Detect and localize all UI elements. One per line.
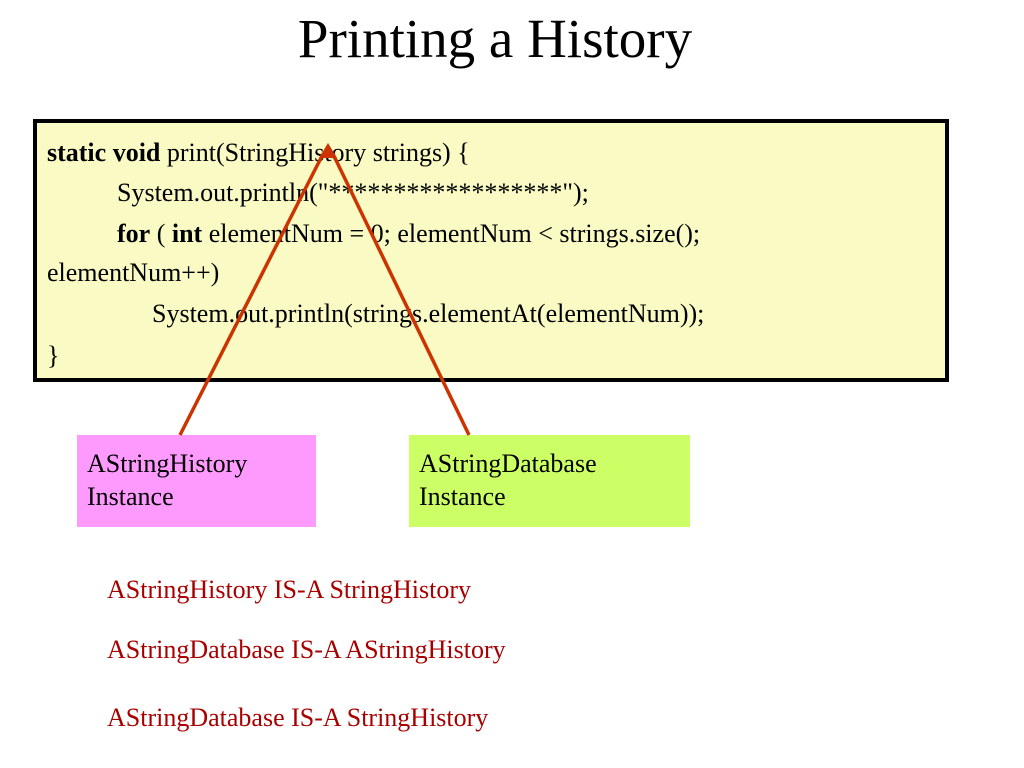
code-for-rest: elementNum = 0; elementNum < strings.siz… — [202, 219, 701, 248]
code-box: static void print(StringHistory strings)… — [33, 119, 949, 382]
code-line-increment: elementNum++) — [47, 258, 220, 287]
slide-title: Printing a History — [297, 8, 693, 69]
code-line-closing-brace: } — [47, 341, 60, 370]
code-keyword-int: int — [171, 219, 203, 248]
code-for-paren: ( — [150, 219, 172, 248]
code-line-println-stars: System.out.println("******************")… — [117, 178, 589, 207]
code-signature-rest: print(StringHistory strings) { — [160, 138, 470, 167]
astringhistory-instance-box: AStringHistory Instance — [77, 435, 316, 527]
is-a-statement: AStringDatabase IS-A StringHistory — [107, 703, 489, 732]
instance-label-class: AStringDatabase — [419, 449, 597, 478]
instance-label-kind: Instance — [419, 482, 506, 511]
code-keyword-for: for — [117, 219, 151, 248]
code-line-for: for ( int elementNum = 0; elementNum < s… — [117, 219, 700, 249]
code-line-signature: static void print(StringHistory strings)… — [47, 138, 470, 168]
instance-label-class: AStringHistory — [87, 449, 248, 478]
is-a-statement: AStringHistory IS-A StringHistory — [107, 575, 472, 604]
code-keyword-static-void: static void — [47, 138, 161, 167]
astringdatabase-instance-box: AStringDatabase Instance — [409, 435, 690, 527]
instance-label-kind: Instance — [87, 482, 174, 511]
is-a-statement: AStringDatabase IS-A AStringHistory — [107, 635, 506, 664]
code-line-println-element: System.out.println(strings.elementAt(ele… — [152, 299, 705, 328]
